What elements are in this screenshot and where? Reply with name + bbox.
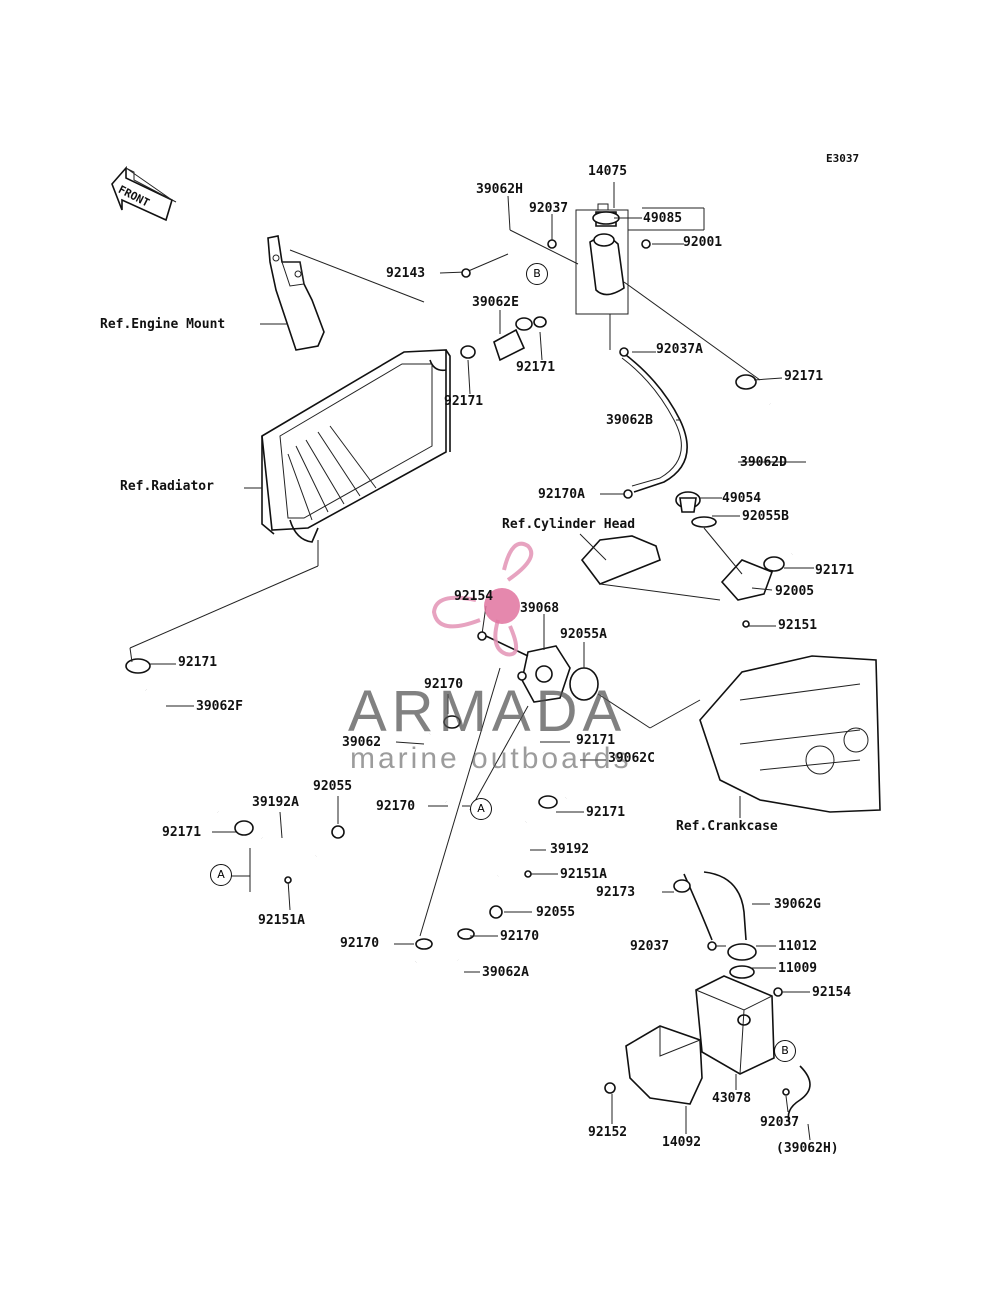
radiator (261, 349, 451, 543)
callout-92037-mid: 92037 (630, 939, 670, 954)
callout-11009: 11009 (778, 961, 818, 976)
callout-39068: 39068 (520, 601, 560, 616)
callout-92171-h: 92171 (586, 805, 626, 820)
callout-39192A: 39192A (252, 795, 299, 810)
diagram-code: E3037 (826, 152, 860, 165)
cylinder-head-ref (580, 535, 661, 585)
callout-92037A: 92037A (656, 342, 703, 357)
callout-39062C: 39062C (608, 751, 655, 766)
engine-mount-bracket (267, 235, 325, 351)
crankcase-ref (699, 655, 881, 813)
callout-92005: 92005 (775, 584, 815, 599)
callout-ref-crankcase: Ref.Crankcase (676, 819, 778, 834)
callout-39192: 39192 (550, 842, 590, 857)
callout-92055B: 92055B (742, 509, 789, 524)
callout-92170-b: 92170 (376, 799, 416, 814)
callout-92055A: 92055A (560, 627, 607, 642)
callout-39062E: 39062E (472, 295, 519, 310)
callout-92171-b: 92171 (444, 394, 484, 409)
hose-39062E (460, 316, 547, 362)
callout-92037-bot: 92037 (760, 1115, 800, 1130)
leader-lines (129, 182, 814, 1141)
callout-92154-b: 92154 (812, 985, 852, 1000)
callout-92154-a: 92154 (454, 589, 494, 604)
callout-92171-d: 92171 (815, 563, 855, 578)
hose-39062G (683, 871, 747, 941)
callout-92171-f: 92171 (576, 733, 616, 748)
fasteners (284, 239, 790, 1096)
callout-11012: 11012 (778, 939, 818, 954)
callout-92171-g: 92171 (162, 825, 202, 840)
callout-39062A: 39062A (482, 965, 529, 980)
callout-ref-radiator: Ref.Radiator (120, 479, 214, 494)
callout-92151A-a: 92151A (560, 867, 607, 882)
filler-housing (575, 203, 629, 315)
callout-49085: 49085 (643, 211, 683, 226)
callout-92055-b: 92055 (536, 905, 576, 920)
connector-B-bot: B (774, 1040, 796, 1062)
reservoir-tank-43078 (695, 943, 775, 1075)
callout-92152: 92152 (588, 1125, 628, 1140)
connector-B-top: B (526, 263, 548, 285)
connector-A-mid: A (470, 798, 492, 820)
callout-39062F: 39062F (196, 699, 243, 714)
callout-92173: 92173 (596, 885, 636, 900)
callout-92151: 92151 (778, 618, 818, 633)
callout-92170-c: 92170 (500, 929, 540, 944)
watermark-logo-icon (431, 541, 534, 657)
callout-92171-e: 92171 (178, 655, 218, 670)
callout-92171-c: 92171 (784, 369, 824, 384)
callout-ref-cylinder-head: Ref.Cylinder Head (502, 517, 636, 532)
callout-92170-a: 92170 (424, 677, 464, 692)
reservoir-cover-14092 (625, 1025, 703, 1105)
front-arrow-icon (111, 165, 177, 222)
callout-39062G: 39062G (774, 897, 821, 912)
callout-ref-engine-mount: Ref.Engine Mount (100, 317, 226, 332)
callout-14092: 14092 (662, 1135, 702, 1150)
thermostat-cover (720, 559, 774, 601)
callout-92171-a: 92171 (516, 360, 556, 375)
callout-92055-a: 92055 (313, 779, 353, 794)
watermark-brand: ARMADA (348, 679, 627, 744)
callout-92170A: 92170A (538, 487, 585, 502)
callout-39062: 39062 (342, 735, 382, 750)
callout-39062H: 39062H (476, 182, 523, 197)
hose-39062D (735, 374, 838, 572)
overflow-hose (787, 1065, 811, 1125)
connector-A-left: A (210, 864, 232, 886)
callout-92151A-b: 92151A (258, 913, 305, 928)
callout-92143: 92143 (386, 266, 426, 281)
callout-92001: 92001 (683, 235, 723, 250)
thermostat-49054 (675, 491, 717, 528)
callout-39062B: 39062B (606, 413, 653, 428)
callout-39062D: 39062D (740, 455, 787, 470)
callout-92170-d: 92170 (340, 936, 380, 951)
callout-92037-top: 92037 (529, 201, 569, 216)
callout-43078: 43078 (712, 1091, 752, 1106)
watermark-tagline: marine outboards (350, 742, 632, 775)
callout-39062H-ref: (39062H) (776, 1141, 839, 1156)
callout-14075: 14075 (588, 164, 628, 179)
callout-49054: 49054 (722, 491, 762, 506)
